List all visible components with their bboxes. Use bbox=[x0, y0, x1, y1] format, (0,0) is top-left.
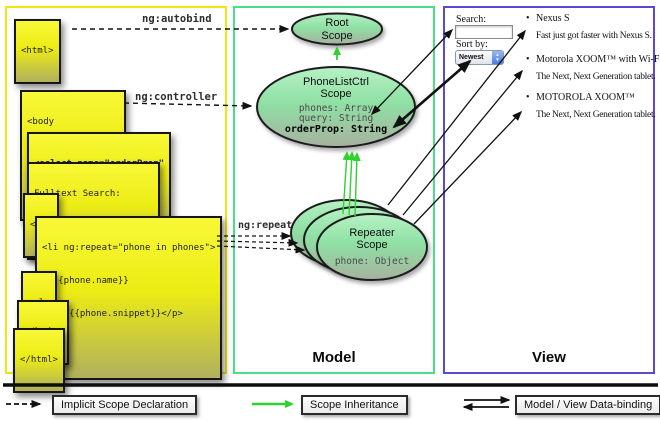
phone-list-item: •Motorola XOOM™ with Wi-Fi The Next, Nex… bbox=[526, 54, 660, 82]
code-line: <p>{{phone.snippet}}</p> bbox=[42, 309, 183, 319]
sort-by-label: Sort by: bbox=[456, 39, 488, 50]
bullet-icon: • bbox=[526, 13, 530, 24]
ng-autobind-label: ng:autobind bbox=[142, 13, 212, 25]
legend-data-binding: Model / View Data-binding bbox=[515, 395, 660, 415]
phone-snippet: Fast just got faster with Nexus S. bbox=[536, 31, 652, 41]
code-line: <li ng:repeat="phone in phones"> bbox=[42, 243, 216, 253]
phone-snippet: The Next, Next Generation tablet. bbox=[536, 110, 656, 120]
code-line: <body bbox=[27, 117, 55, 127]
ng-controller-label: ng:controller bbox=[135, 91, 218, 103]
phone-snippet: The Next, Next Generation tablet. bbox=[536, 72, 656, 82]
model-panel: Model bbox=[233, 6, 435, 374]
code-box-html-open: <html> bbox=[14, 19, 61, 84]
legend-scope-inheritance: Scope Inheritance bbox=[301, 395, 408, 415]
ng-repeat-label: ng:repeat bbox=[238, 220, 293, 231]
phone-name: •Motorola XOOM™ with Wi-Fi bbox=[526, 54, 660, 65]
view-panel-label: View bbox=[532, 349, 566, 366]
phone-name: •Nexus S bbox=[526, 13, 570, 24]
code-line: </html> bbox=[20, 355, 58, 365]
bullet-icon: • bbox=[526, 92, 530, 103]
phone-list-item: •Nexus S Fast just got faster with Nexus… bbox=[526, 13, 652, 41]
bullet-icon: • bbox=[526, 54, 530, 65]
code-line: <html> bbox=[21, 46, 54, 56]
search-input[interactable] bbox=[455, 25, 513, 39]
phone-name: •MOTOROLA XOOM™ bbox=[526, 92, 635, 103]
phone-list-item: •MOTOROLA XOOM™ The Next, Next Generatio… bbox=[526, 92, 656, 120]
search-label: Search: bbox=[456, 14, 486, 25]
dropdown-stepper-icon: ▲▼ bbox=[492, 51, 503, 64]
code-line: {{phone.name}} bbox=[42, 276, 129, 286]
model-panel-label: Model bbox=[312, 349, 356, 366]
sort-dropdown[interactable]: Newest ▲▼ bbox=[455, 50, 504, 65]
sort-dropdown-value: Newest bbox=[459, 54, 484, 61]
code-box-html-close: </html> bbox=[13, 328, 65, 393]
legend-implicit-scope: Implicit Scope Declaration bbox=[52, 395, 198, 415]
